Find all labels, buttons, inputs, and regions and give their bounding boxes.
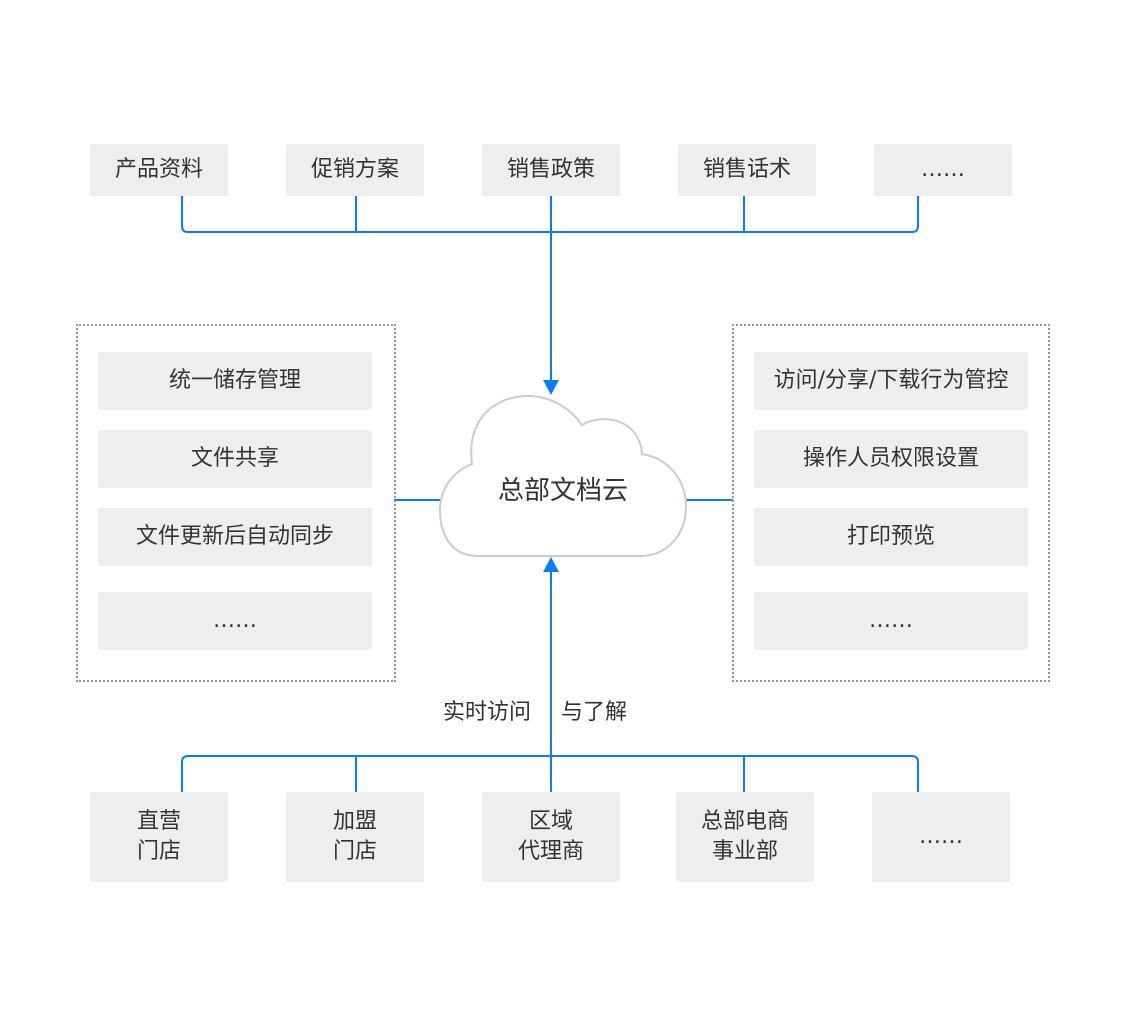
consumer-line1: ……	[919, 824, 963, 849]
consumer-line1: 直营	[136, 809, 181, 834]
consumer-line1: 加盟	[332, 809, 377, 834]
feature-item-more: ……	[754, 592, 1028, 650]
consumer-box: 总部电商事业部	[676, 792, 814, 882]
feature-label: 操作人员权限设置	[802, 446, 979, 471]
source-label: 促销方案	[310, 157, 399, 182]
down-arrow-icon	[543, 380, 559, 395]
feature-label: 打印预览	[846, 524, 935, 549]
up-arrow-icon	[543, 557, 559, 572]
source-box: 销售话术	[678, 144, 816, 196]
access-label-right: 与了解	[561, 700, 628, 725]
consumer-line1: 总部电商	[700, 809, 789, 834]
right-feature-panel: 访问/分享/下载行为管控 操作人员权限设置 打印预览 ……	[732, 324, 1050, 682]
consumer-box: 加盟门店	[286, 792, 424, 882]
source-label: ……	[921, 157, 965, 182]
source-label: 销售政策	[506, 157, 595, 182]
access-label-left: 实时访问	[443, 700, 532, 725]
consumer-line2: 门店	[332, 839, 377, 864]
feature-label: ……	[213, 608, 257, 633]
feature-item-more: ……	[98, 592, 372, 650]
bottom-bus-line	[181, 755, 919, 792]
consumer-line2: 门店	[136, 839, 181, 864]
consumer-box-more: ……	[872, 792, 1010, 882]
feature-label: 文件共享	[190, 446, 279, 471]
consumer-line2: 代理商	[517, 839, 584, 864]
feature-item: 打印预览	[754, 508, 1028, 566]
source-box-more: ……	[874, 144, 1012, 196]
left-feature-panel: 统一储存管理 文件共享 文件更新后自动同步 ……	[76, 324, 396, 682]
cloud-title: 总部文档云	[497, 476, 628, 506]
consumer-line2: 事业部	[711, 839, 778, 864]
feature-item: 统一储存管理	[98, 352, 372, 410]
feature-label: 统一储存管理	[168, 368, 301, 393]
feature-item: 文件共享	[98, 430, 372, 488]
feature-item: 访问/分享/下载行为管控	[754, 352, 1028, 410]
feature-item: 操作人员权限设置	[754, 430, 1028, 488]
source-label: 销售话术	[702, 157, 791, 182]
consumer-box: 直营门店	[90, 792, 228, 882]
source-label: 产品资料	[114, 157, 203, 182]
source-box: 销售政策	[482, 144, 620, 196]
source-box: 促销方案	[286, 144, 424, 196]
cloud-icon	[438, 394, 688, 557]
feature-label: ……	[869, 608, 913, 633]
consumer-box: 区域代理商	[482, 792, 620, 882]
consumer-line1: 区域	[528, 809, 573, 834]
feature-item: 文件更新后自动同步	[98, 508, 372, 566]
feature-label: 文件更新后自动同步	[135, 524, 334, 549]
feature-label: 访问/分享/下载行为管控	[773, 368, 1009, 393]
source-box: 产品资料	[90, 144, 228, 196]
